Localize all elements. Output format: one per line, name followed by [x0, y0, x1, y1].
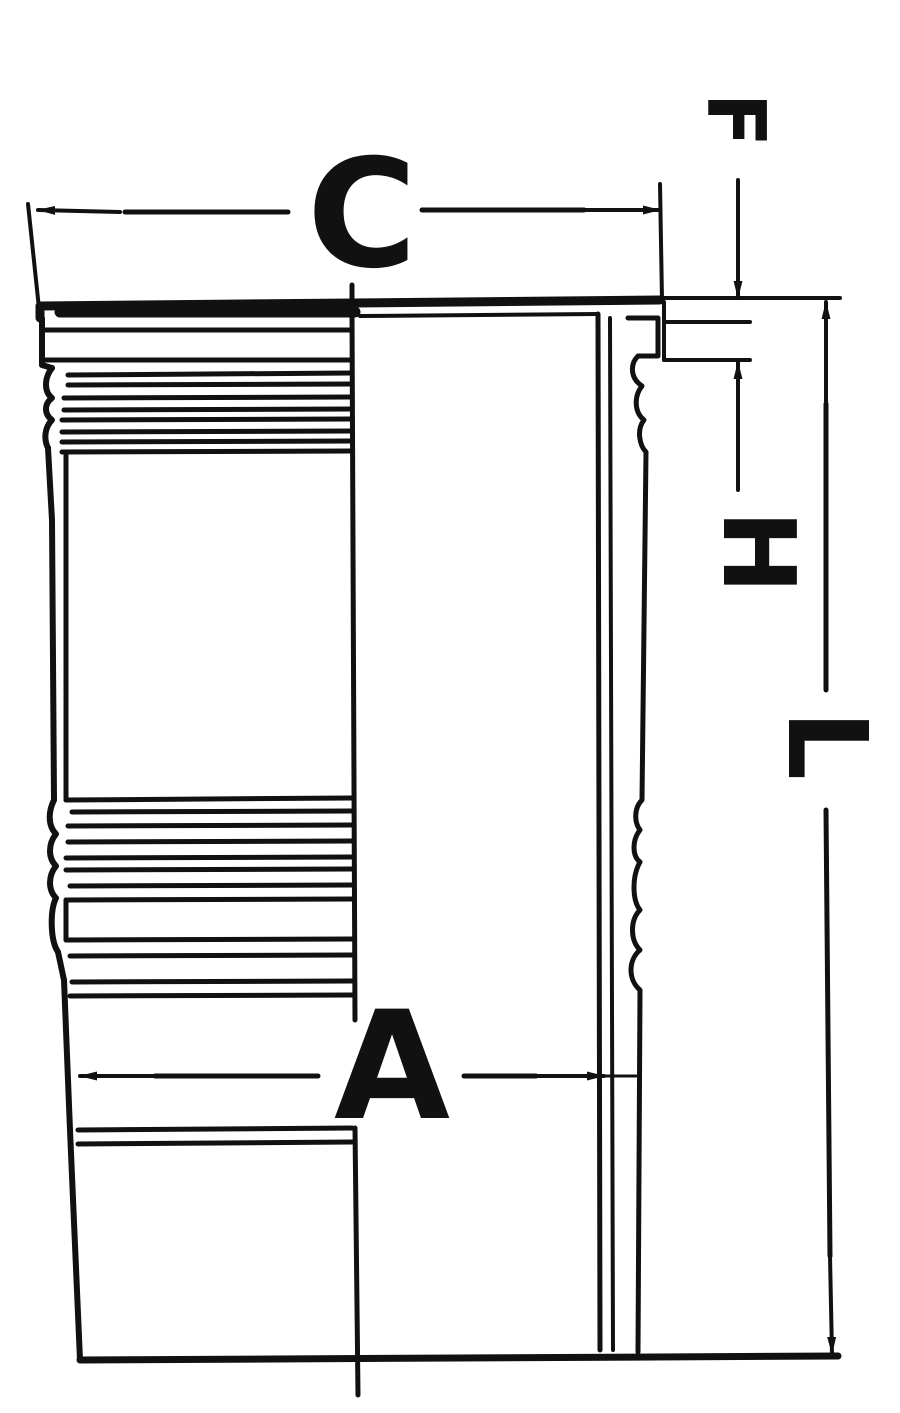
bore-right-wall: [358, 300, 666, 1355]
liner-section-outline: [35, 295, 665, 1363]
section-centerline: [349, 282, 361, 1398]
label-l: L: [763, 710, 891, 780]
dimension-f-h: [662, 178, 842, 492]
middle-grooves: [63, 795, 355, 1147]
label-f: F: [689, 93, 782, 148]
outer-wall: [45, 445, 57, 803]
bottom-edge: [76, 1352, 842, 1364]
label-a: A: [334, 980, 450, 1154]
dimension-c: [26, 182, 664, 320]
label-c: C: [307, 128, 417, 302]
upper-grooves: [39, 327, 355, 803]
dimension-l: [821, 300, 837, 1356]
label-h: H: [700, 510, 817, 594]
